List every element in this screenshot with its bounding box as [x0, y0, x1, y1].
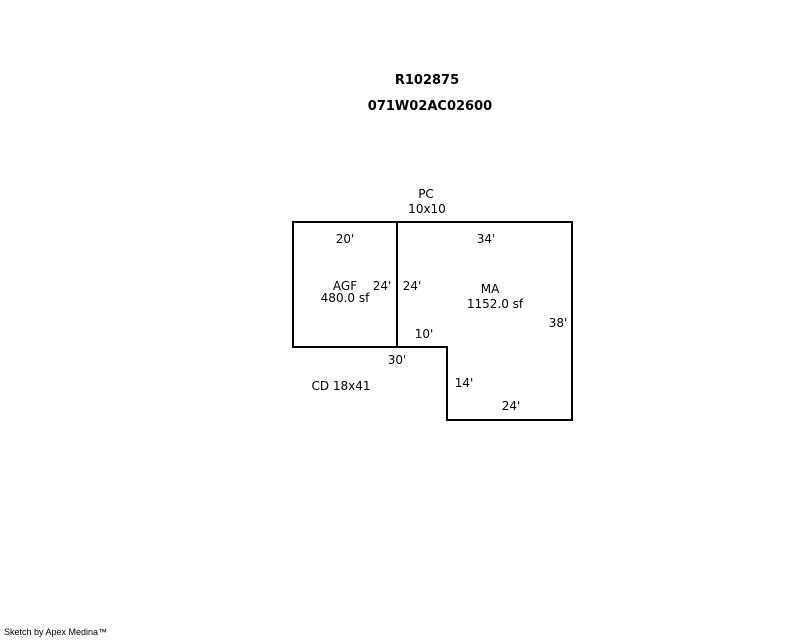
sketch-credit: Sketch by Apex Medina™	[4, 627, 108, 637]
agf-code: AGF	[332, 279, 358, 293]
dim-agf-top: 20'	[335, 232, 355, 246]
dim-bottom-left: 30'	[387, 353, 407, 367]
map-number: 071W02AC02600	[367, 99, 493, 114]
dim-ma-step: 10'	[414, 327, 434, 341]
ma-outline	[396, 221, 573, 421]
dim-agf-right: 24'	[372, 279, 392, 293]
ma-area: 1152.0 sf	[466, 297, 524, 311]
dim-ma-right: 38'	[548, 316, 568, 330]
agf-area: 480.0 sf	[320, 291, 370, 305]
dim-ma-left: 24'	[402, 279, 422, 293]
pc-code: PC	[418, 187, 434, 201]
cd-label: CD 18x41	[311, 379, 371, 393]
dim-ma-top: 34'	[476, 232, 496, 246]
ma-code: MA	[480, 282, 500, 296]
dim-ma-notch: 14'	[454, 376, 474, 390]
dim-ma-bottom: 24'	[501, 399, 521, 413]
pc-dims: 10x10	[408, 202, 446, 216]
account-number: R102875	[394, 73, 460, 88]
